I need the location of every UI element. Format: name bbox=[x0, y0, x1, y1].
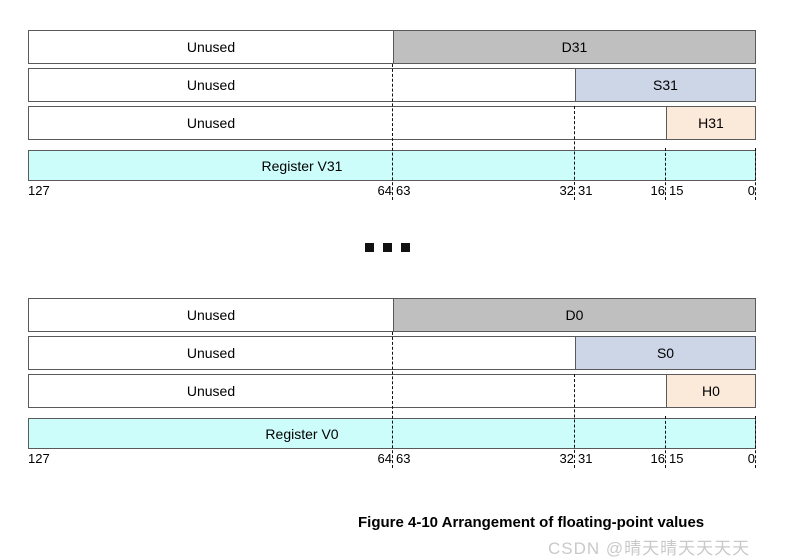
register-diagram-v0: Unused D0 Unused S0 Unused H0 Register V… bbox=[28, 298, 756, 468]
register-bar-label: Register V31 bbox=[261, 157, 343, 174]
bit-ruler-v0: 127 64 63 32 31 16 15 0 bbox=[28, 450, 756, 468]
bit-tick-16: 16 bbox=[650, 183, 665, 198]
ellipsis-dot bbox=[401, 243, 410, 252]
bit-tick-0: 0 bbox=[747, 451, 755, 466]
bit-tick-32: 32 bbox=[559, 183, 574, 198]
ellipsis-dot bbox=[383, 243, 392, 252]
register-row-half-v0: Unused H0 bbox=[28, 374, 756, 408]
register-row-single-v0: Unused S0 bbox=[28, 336, 756, 370]
register-diagram-v31: Unused D31 Unused S31 Unused H31 Registe… bbox=[28, 30, 756, 200]
unused-label: Unused bbox=[186, 383, 236, 399]
register-bar-v0: Register V0 bbox=[28, 418, 756, 449]
field-half-h31: H31 bbox=[666, 106, 756, 140]
field-half-h0: H0 bbox=[666, 374, 756, 408]
bit-tick-64: 64 bbox=[377, 183, 392, 198]
bit-tick-64: 64 bbox=[377, 451, 392, 466]
register-row-double-v31: Unused D31 bbox=[28, 30, 756, 64]
unused-label: Unused bbox=[186, 77, 236, 93]
register-row-single-v31: Unused S31 bbox=[28, 68, 756, 102]
unused-label: Unused bbox=[186, 39, 236, 55]
bit-tick-15: 15 bbox=[669, 451, 684, 466]
unused-label: Unused bbox=[186, 307, 236, 323]
bit-ruler-v31: 127 64 63 32 31 16 15 0 bbox=[28, 182, 756, 200]
bit-tick-0: 0 bbox=[747, 183, 755, 198]
bit-tick-63: 63 bbox=[396, 183, 411, 198]
register-row-double-v0: Unused D0 bbox=[28, 298, 756, 332]
register-bar-label: Register V0 bbox=[265, 425, 339, 442]
ellipsis-separator bbox=[365, 243, 410, 252]
bit-tick-127: 127 bbox=[28, 183, 50, 198]
ellipsis-dot bbox=[365, 243, 374, 252]
field-single-s0: S0 bbox=[575, 336, 756, 370]
unused-label: Unused bbox=[186, 115, 236, 131]
csdn-watermark: CSDN @晴天晴天天天天 bbox=[548, 539, 751, 558]
bit-tick-31: 31 bbox=[578, 183, 593, 198]
unused-label: Unused bbox=[186, 345, 236, 361]
field-single-s31: S31 bbox=[575, 68, 756, 102]
register-row-half-v31: Unused H31 bbox=[28, 106, 756, 140]
bit-tick-127: 127 bbox=[28, 451, 50, 466]
bit-tick-63: 63 bbox=[396, 451, 411, 466]
field-double-d31: D31 bbox=[393, 30, 756, 64]
field-double-d0: D0 bbox=[393, 298, 756, 332]
figure-caption: Figure 4-10 Arrangement of floating-poin… bbox=[358, 514, 705, 531]
register-bar-v31: Register V31 bbox=[28, 150, 756, 181]
bit-tick-32: 32 bbox=[559, 451, 574, 466]
bit-tick-31: 31 bbox=[578, 451, 593, 466]
bit-tick-16: 16 bbox=[650, 451, 665, 466]
bit-tick-15: 15 bbox=[669, 183, 684, 198]
